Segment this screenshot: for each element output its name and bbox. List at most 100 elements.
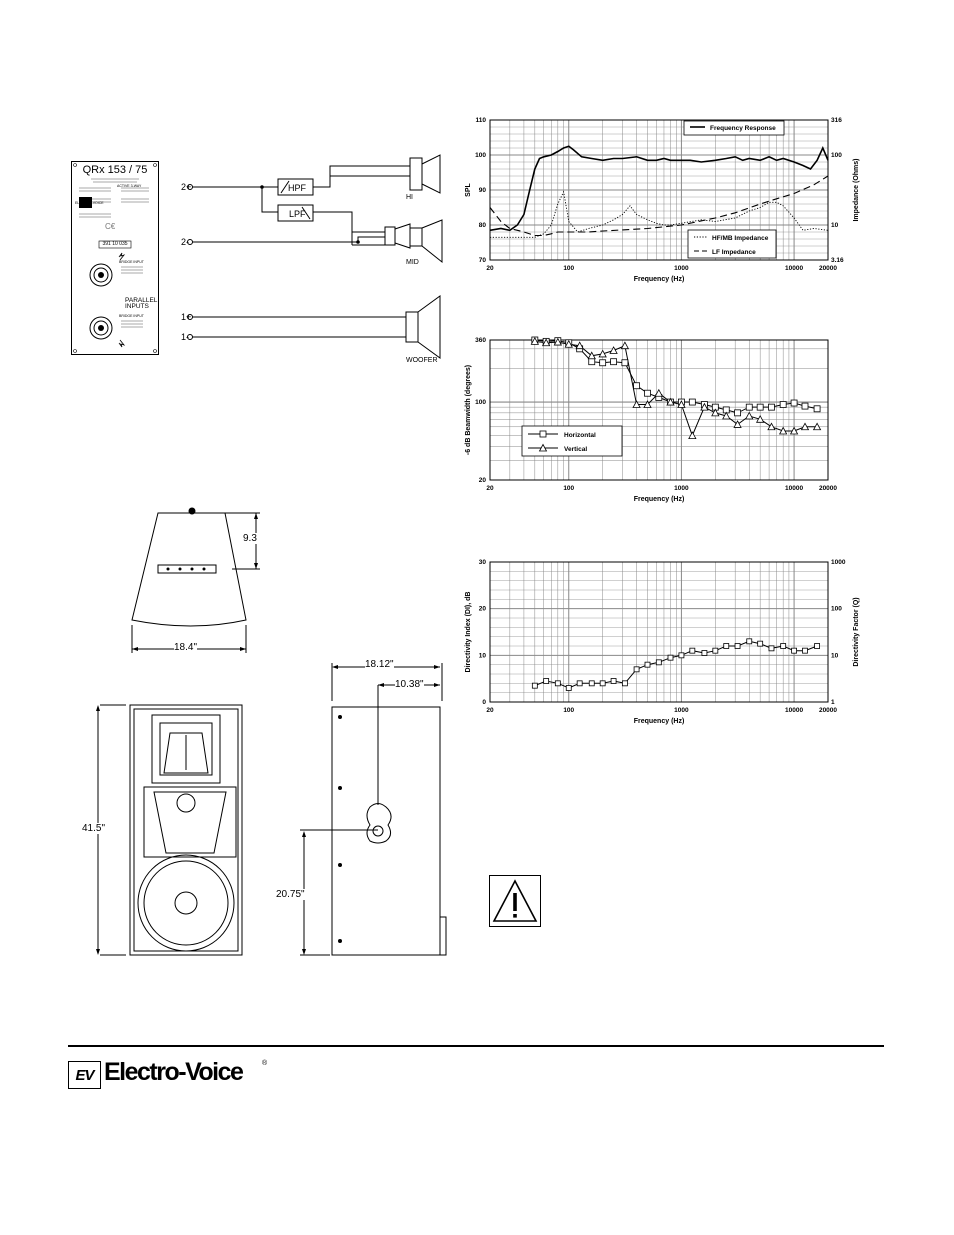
y-tick-label: 70 [479, 257, 487, 264]
data-point-vertical [767, 422, 776, 431]
top-view-drawing [131, 507, 260, 653]
series-line-frequency-response [489, 145, 829, 232]
data-point-vertical [530, 337, 540, 345]
panel-brand: ELECTRO-VOICE [75, 201, 104, 205]
data-point-vertical [733, 420, 742, 428]
data-point-horizontal [756, 403, 764, 411]
data-point-directivity [644, 661, 651, 668]
side-view-drawing [300, 663, 447, 956]
x-tick-label: 20 [486, 707, 494, 714]
data-point-directivity [701, 650, 708, 656]
terminal-2plus: 2+ [181, 182, 191, 192]
x-tick-label: 1000 [674, 707, 689, 714]
x-tick-label: 20 [486, 265, 494, 272]
panel-input-b: BRIDGE INPUT [119, 314, 144, 318]
registered-mark: ® [262, 1060, 268, 1067]
hpf-label: HPF [288, 183, 307, 193]
terminal-2minus: 2- [181, 237, 189, 247]
y-right-tick-label: 1000 [831, 559, 846, 566]
data-point-vertical [620, 341, 630, 350]
y-tick-label: 100 [475, 399, 486, 406]
data-point-vertical [666, 397, 675, 406]
x-axis-label: Frequency (Hz) [634, 718, 685, 725]
legend-label: Vertical [564, 446, 587, 453]
legend-marker [539, 430, 547, 438]
data-point-directivity [543, 678, 550, 684]
data-point-directivity [712, 647, 719, 654]
data-point-vertical [564, 339, 573, 348]
series-line-vertical [534, 340, 818, 437]
data-point-vertical [755, 414, 765, 423]
data-point-directivity [689, 647, 696, 654]
dim-height: 41.5" [82, 823, 106, 834]
panel-inputs: INPUTS [125, 303, 149, 310]
data-point-vertical [778, 426, 788, 435]
y-tick-label: 20 [479, 477, 487, 484]
data-point-directivity [610, 678, 617, 684]
panel-input-a: BRIDGE INPUT [119, 260, 144, 264]
data-point-vertical [632, 400, 641, 408]
data-point-directivity [667, 654, 674, 661]
y-right-tick-label: 3.16 [831, 257, 844, 264]
panel-id: 391 10 035 [102, 241, 128, 247]
data-point-directivity [734, 643, 741, 649]
x-tick-label: 1000 [674, 485, 689, 492]
data-point-horizontal [745, 403, 753, 411]
x-axis-label: Frequency (Hz) [634, 276, 685, 283]
series-line-hfmb-impedance [490, 190, 829, 238]
dim-side-offset: 10.38" [395, 679, 424, 690]
data-point-directivity [768, 645, 775, 652]
data-point-horizontal [588, 358, 596, 366]
data-point-vertical [677, 400, 686, 408]
data-point-directivity [780, 643, 787, 649]
x-tick-label: 20000 [819, 265, 837, 272]
y-right-axis-label: Impedance (Ohms) [853, 158, 860, 221]
panel-mode: ACTIVE 3-WAY [117, 184, 142, 188]
ev-logo: EV [68, 1061, 101, 1089]
legend-box [687, 229, 777, 259]
y-axis-label: Directivity Index (DI), dB [465, 592, 472, 673]
plot-frame [489, 561, 829, 703]
y-right-tick-label: 316 [831, 117, 842, 124]
y-tick-label: 10 [479, 652, 487, 659]
legend-label: Horizontal [564, 432, 596, 439]
y-right-tick-label: 10 [831, 222, 839, 229]
data-point-vertical [700, 402, 709, 411]
y-tick-label: 0 [482, 699, 486, 706]
y-tick-label: 30 [479, 559, 487, 566]
data-point-directivity [588, 680, 595, 687]
dim-top-width: 18.4" [174, 642, 198, 653]
input-panel: C€ QRx 153 / 75 ELECTRO-VOICE ACTIVE 3-W… [71, 161, 159, 355]
legend-label: HF/MB Impedance [712, 235, 769, 242]
data-point-vertical [745, 411, 754, 420]
x-tick-label: 10000 [785, 485, 803, 492]
brand-name: Electro-Voice [104, 1058, 244, 1086]
legend-box [683, 120, 785, 136]
data-point-vertical [541, 338, 551, 347]
mid-driver-icon [352, 219, 443, 264]
data-point-directivity [791, 647, 797, 654]
data-point-vertical [789, 426, 799, 435]
y-right-tick-label: 10 [831, 652, 839, 659]
x-tick-label: 20000 [819, 485, 837, 492]
x-tick-label: 10000 [785, 265, 803, 272]
hi-label: HI [406, 194, 413, 201]
input-panel-drawing: C€ [71, 161, 159, 355]
x-tick-label: 20 [486, 485, 494, 492]
data-point-vertical [711, 408, 720, 417]
data-point-directivity [633, 666, 640, 673]
data-point-vertical [722, 411, 731, 420]
y-tick-label: 90 [479, 187, 487, 194]
data-point-vertical [609, 346, 618, 354]
data-point-directivity [531, 682, 538, 689]
plot-frame [489, 339, 829, 481]
x-tick-label: 1000 [674, 265, 689, 272]
data-point-vertical [800, 422, 810, 431]
data-point-horizontal [813, 405, 821, 413]
y-tick-label: 80 [479, 222, 487, 229]
data-point-vertical [654, 388, 663, 397]
y-right-axis-label: Directivity Factor (Q) [853, 597, 860, 666]
